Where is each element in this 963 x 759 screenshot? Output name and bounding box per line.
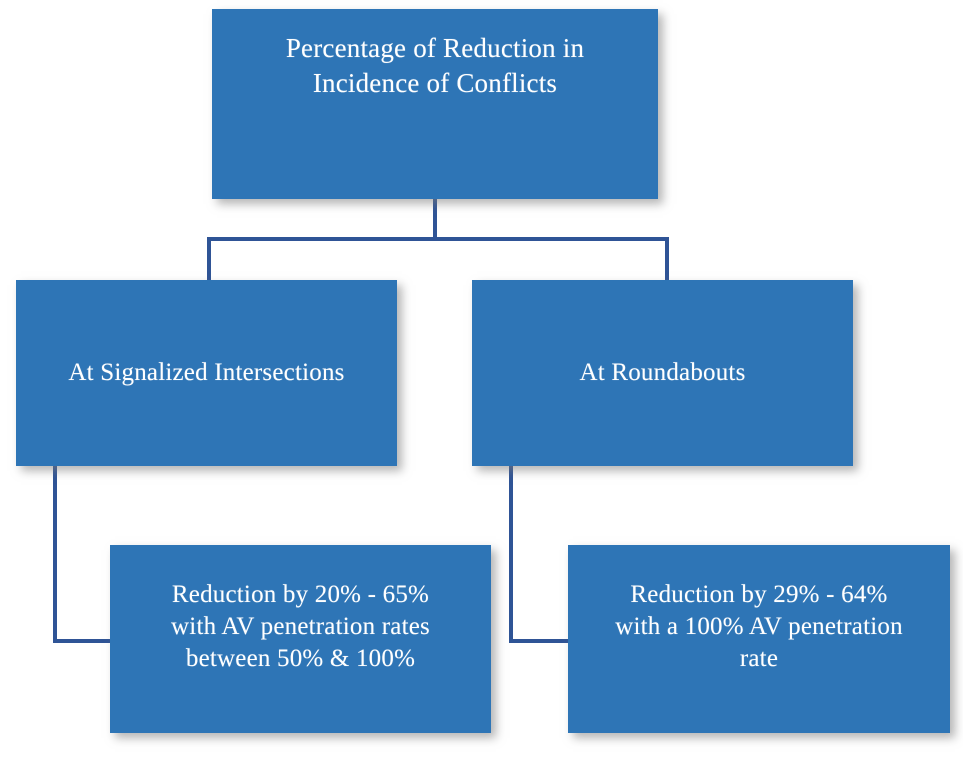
node-signalized-intersections-detail-label: Reduction by 20% - 65% with AV penetrati… <box>171 581 430 672</box>
connector-drop-roundabouts <box>665 237 669 283</box>
node-root-label: Percentage of Reduction in Incidence of … <box>285 33 585 98</box>
node-roundabouts-detail-label: Reduction by 29% - 64% with a 100% AV pe… <box>615 581 903 672</box>
node-roundabouts-label: At Roundabouts <box>579 359 746 386</box>
node-signalized-intersections-label: At Signalized Intersections <box>68 359 345 386</box>
node-signalized-intersections-detail[interactable]: Reduction by 20% - 65% with AV penetrati… <box>110 545 491 733</box>
node-root[interactable]: Percentage of Reduction in Incidence of … <box>212 9 658 199</box>
connector-signalized-detail-vertical <box>53 463 57 643</box>
connector-drop-signalized <box>207 237 211 283</box>
node-roundabouts-detail[interactable]: Reduction by 29% - 64% with a 100% AV pe… <box>568 545 950 733</box>
connector-roundabouts-detail-horizontal <box>509 639 571 643</box>
node-roundabouts[interactable]: At Roundabouts <box>472 280 853 466</box>
node-signalized-intersections[interactable]: At Signalized Intersections <box>16 280 397 466</box>
connector-branch-bus <box>207 237 669 241</box>
connector-root-stem <box>433 197 437 241</box>
connector-signalized-detail-horizontal <box>53 639 113 643</box>
connector-roundabouts-detail-vertical <box>509 463 513 643</box>
